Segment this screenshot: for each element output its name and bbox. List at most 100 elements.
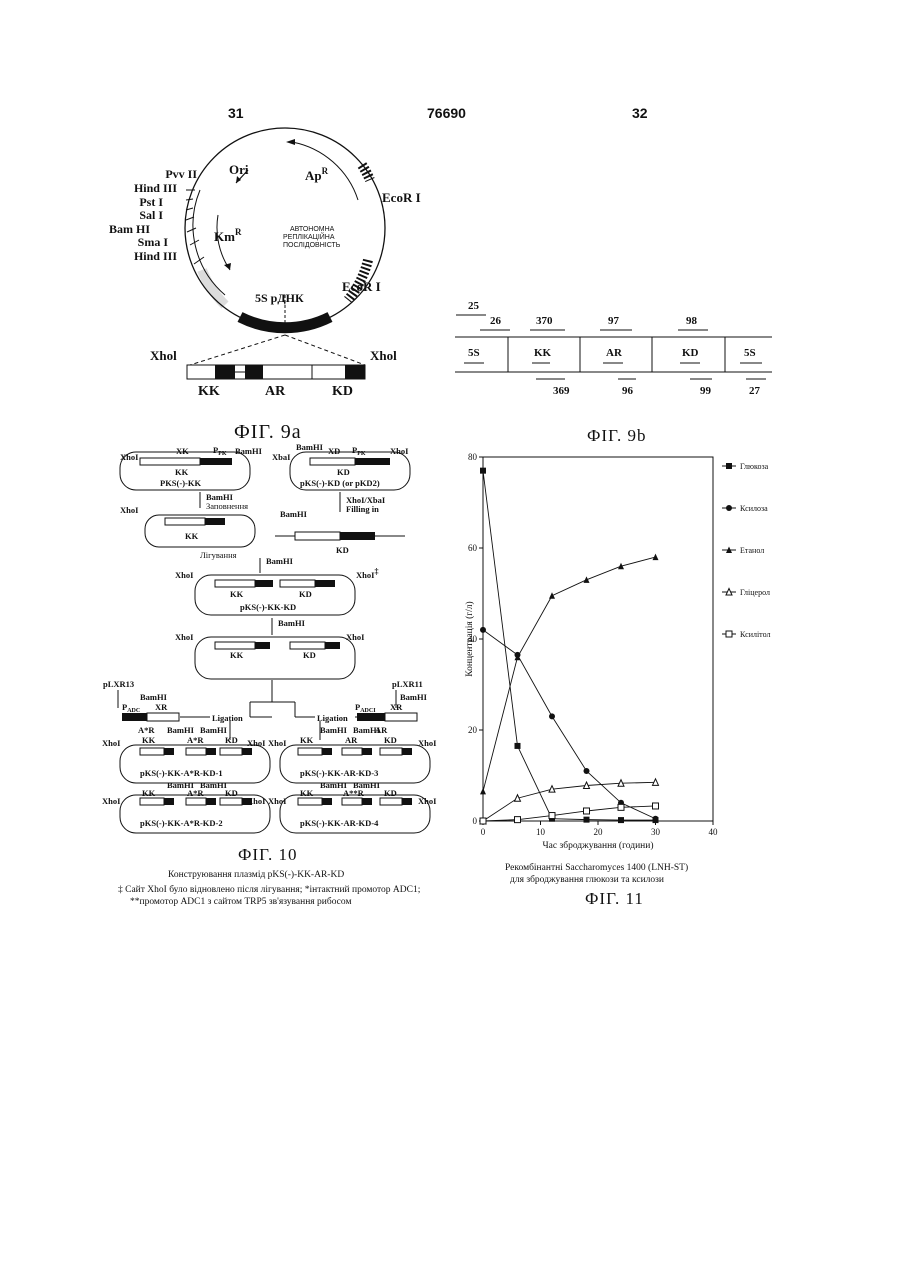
f10-plxr11: pLXR11 [392,679,423,689]
f10-xhoi-7: XhoI [346,632,365,642]
f10-xhoi-10: XhoI [268,738,287,748]
f10-pfinal-3: pKS(-)-KK-AR-KD-3 [300,768,378,778]
data-point-4 [584,808,590,814]
f10-xhoi-14: XhoI [268,796,287,806]
data-point-2 [653,554,659,561]
primer-98: 98 [686,315,698,327]
apr-label: ApR [305,166,329,183]
data-point-0 [618,817,624,823]
y-tick-label: 80 [468,452,478,462]
f10-ar-2: AR [345,735,358,745]
data-point-2 [584,576,590,583]
segment-5s-left: 5S [468,347,480,359]
autonomous-seq-1: АВТОНОМНА [290,226,335,233]
f10-astar-r-2: A*R [187,735,204,745]
data-point-2 [480,788,486,795]
primer-370: 370 [536,315,553,327]
fig10-footnote-1: ‡ Сайт XhoI було відновлено після лігува… [118,885,420,896]
f10-kd-3: KD [299,589,312,599]
f10-kk-6: KK [300,735,314,745]
f10-kd-7: KD [225,788,238,798]
f10-filling: Filling in [346,504,379,514]
rdna-label: 5S рДНК [255,291,304,305]
series-line-3 [483,782,656,821]
data-point-1 [549,713,555,719]
f10-kd-5: KD [225,735,238,745]
legend-marker-1 [726,505,732,511]
f10-bamhi-8: BamHI [400,692,428,702]
y-tick-label: 40 [468,634,478,644]
data-point-4 [549,813,555,819]
f10-xhoi-9: XhoI [247,738,266,748]
f10-pfinal-2: pKS(-)-KK-A*R-KD-2 [140,818,223,828]
f10-padc: PADC [122,702,140,714]
f10-xk: XK [176,446,189,456]
f10-bamhi-5: BamHI [266,556,294,566]
page-number-right: 32 [632,105,648,121]
f10-bamhi-4: BamHI [280,509,308,519]
site-pvv: Pvv II [165,167,197,181]
legend-label-2: Етанол [740,546,764,555]
f10-xhoi-2: XhoI [390,446,409,456]
fig11-caption: ФІГ. 11 [585,889,644,909]
f10-ppk-1: PPK [213,445,227,457]
f10-padci: PADCI [355,702,376,714]
f10-kd-6: KD [384,735,397,745]
f10-bamhi-7: BamHI [140,692,168,702]
fig10-caption: ФІГ. 10 [238,845,298,865]
fig10-footnote-2: **промотор ADC1 з сайтом TRP5 зв'язуванн… [130,897,351,908]
f10-xhoi-11: XhoI [418,738,437,748]
xhol-left: Xhol [150,348,177,363]
f10-kk-7: KK [142,788,156,798]
f10-bamhi-10: BamHI [200,725,228,735]
f10-kk-2: KK [185,531,199,541]
f10-xbai: XbaI [272,452,291,462]
f10-kk-5: KK [142,735,156,745]
f10-bamhi-14: BamHI [200,780,228,790]
primer-25: 25 [468,300,480,312]
primer-97: 97 [608,315,620,327]
f10-astar-r-1: A*R [138,725,155,735]
f10-kd-8: KD [384,788,397,798]
fig9b-primer-map: 25 26 370 97 98 5S KK AR KD 5S 369 96 99… [450,290,790,410]
y-tick-label: 0 [473,816,478,826]
site-sma: Sma I [138,235,169,249]
fig9a-plasmid-map: Ori ApR KmR EcoR I EcoR I АВТОНОМНА РЕПЛ… [100,120,460,420]
fig11-subtitle-1: Рекомбінантні Saccharomyces 1400 (LNH-ST… [505,863,688,873]
segment-kk: KK [534,347,552,359]
fig11-subtitle-2: для зброджування глюкози та ксилози [510,875,664,885]
data-point-1 [480,627,486,633]
primer-369: 369 [553,385,570,397]
site-sal: Sal I [139,208,163,222]
f10-pfinal-4: pKS(-)-KK-AR-KD-4 [300,818,379,828]
legend-marker-4 [726,631,732,637]
series-line-0 [483,471,656,820]
primer-27: 27 [749,385,761,397]
f10-pfinal-1: pKS(-)-KK-A*R-KD-1 [140,768,223,778]
kmr-label: KmR [214,227,242,244]
f10-xd: XD [328,446,340,456]
data-point-2 [549,592,555,599]
f10-kd-2: KD [336,545,349,555]
gene-kd: KD [332,384,353,399]
f10-fill-ua: Заповнення [206,501,248,511]
data-point-1 [584,768,590,774]
f10-bamhi-16: BamHI [353,780,381,790]
site-hind2: Hind III [134,249,177,263]
gene-kk: KK [198,384,220,399]
f10-ligation-ua: Лігування [200,550,237,560]
fig11-xlabel: Час зброджування (години) [543,840,654,851]
x-tick-label: 40 [709,827,719,837]
f10-bamhi-2: BamHI [296,442,324,452]
data-point-4 [618,804,624,810]
primer-26: 26 [490,315,502,327]
f10-p2: pKS(-)-KD (or pKD2) [300,478,380,488]
f10-kk-4: KK [230,650,244,660]
f10-xhoi-15: XhoI [418,796,437,806]
f10-kk-8: KK [300,788,314,798]
f10-xhoi-5: XhoI‡ [356,567,378,580]
ecor-top-label: EcoR I [382,190,421,205]
site-pst: Pst I [139,195,163,209]
y-tick-label: 60 [468,543,478,553]
fig10-construction-scheme: XhoI XK PPK BamHI KK PKS(-)-KK XbaI BamH… [100,440,455,850]
